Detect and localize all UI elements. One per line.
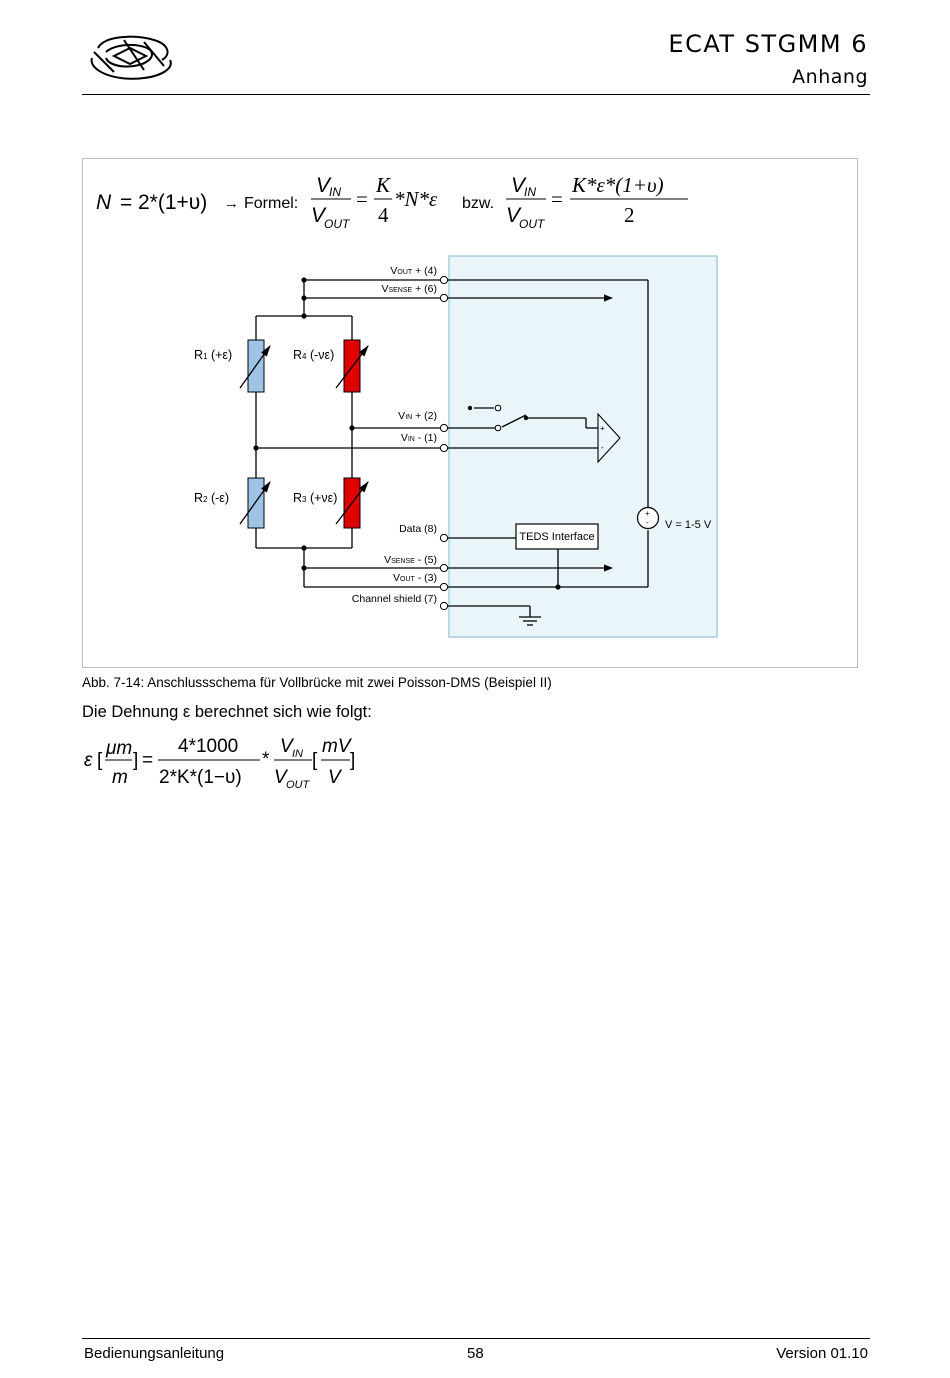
terminal-vout-minus <box>439 582 449 592</box>
f4-den: 2 <box>624 203 635 227</box>
label-vsense-plus: VSENSE + (6) <box>381 283 437 295</box>
fb-rb2: ] <box>350 750 355 771</box>
fb-rb1: ] <box>133 750 138 771</box>
label-r4: R4 (-νε) <box>293 348 334 362</box>
teds-interface-box <box>515 523 599 550</box>
fb-lb2: [ <box>312 750 318 771</box>
formel-label: Formel: <box>244 195 298 212</box>
footer-left: Bedienungsanleitung <box>84 1345 225 1362</box>
header-subtitle: Anhang <box>792 66 868 88</box>
label-vsense-minus: VSENSE - (5) <box>384 554 437 566</box>
f2-den: 4 <box>378 203 389 227</box>
paragraph: Die Dehnung ε berechnet sich wie folgt: <box>82 703 372 721</box>
bzw-label: bzw. <box>462 195 494 212</box>
formula-top: N = 2*(1+υ) → Formel: V IN V OUT = K 4 *… <box>96 173 688 231</box>
formula-n: N <box>96 191 112 214</box>
terminal-vin-minus <box>439 443 449 453</box>
opamp-plus: + <box>600 424 605 433</box>
label-shield: Channel shield (7) <box>352 593 437 605</box>
label-vin-minus: VIN - (1) <box>401 432 437 444</box>
opamp-minus: - <box>601 443 604 452</box>
f2-tail: *N*ε <box>394 187 438 211</box>
f3-den: V <box>506 204 522 227</box>
circuit-diagram: TEDS Interface + - V = 1-5 V + - VOUT + … <box>194 255 718 638</box>
figure-frame <box>82 158 858 668</box>
terminal-vin-plus <box>439 423 449 433</box>
label-r1: R1 (+ε) <box>194 348 232 362</box>
header-rule <box>82 94 870 95</box>
fb-a-den: 2*K*(1−υ) <box>159 767 242 788</box>
switch-contact-a <box>494 404 502 412</box>
fb-u-num: μm <box>105 738 132 759</box>
f1-den-sub: OUT <box>324 217 351 231</box>
formula-bottom: ε [ μm m ] = 4*1000 2*K*(1−υ) * V IN V O… <box>84 736 355 791</box>
fb-eq: = <box>142 750 153 771</box>
teds-label: TEDS Interface <box>519 531 594 543</box>
f3-den-sub: OUT <box>519 217 546 231</box>
footer-page-number: 58 <box>467 1345 484 1362</box>
f1-den: V <box>311 204 327 227</box>
terminal-data <box>439 533 449 543</box>
fb-b-den: V <box>274 767 289 788</box>
terminal-shield <box>439 601 449 611</box>
fb-eps: ε <box>84 750 93 771</box>
fb-c-den: V <box>328 767 343 788</box>
footer-right: Version 01.10 <box>776 1345 868 1362</box>
figure-caption: Abb. 7-14: Anschlussschema für Vollbrück… <box>82 675 552 690</box>
fb-lb1: [ <box>97 750 103 771</box>
f2-num: K <box>375 173 391 197</box>
label-r3: R3 (+νε) <box>293 491 337 505</box>
fb-u-den: m <box>112 767 128 788</box>
formula-eq1: = <box>120 191 132 214</box>
f3-num-sub: IN <box>524 185 536 199</box>
terminal-vsense-plus <box>439 293 449 303</box>
fb-b-num: V <box>280 736 295 757</box>
fb-b-num-sub: IN <box>292 748 303 760</box>
header-title: ECAT STGMM 6 <box>668 30 868 58</box>
fb-c-num: mV <box>322 736 353 757</box>
formula-eq3: = <box>551 187 563 211</box>
formula-n-rhs: 2*(1+υ) <box>138 191 207 214</box>
fb-star: * <box>262 749 270 770</box>
source-plus: + <box>645 509 650 518</box>
switch-contact-b <box>494 424 502 432</box>
f1-num: V <box>316 174 332 197</box>
module-box <box>448 255 718 638</box>
arrow-glyph: → <box>224 195 239 212</box>
f3-num: V <box>511 174 527 197</box>
source-minus: - <box>646 518 649 527</box>
company-logo <box>90 35 172 80</box>
label-data: Data (8) <box>399 523 437 535</box>
f4-num: K*ε*(1+υ) <box>571 173 664 197</box>
fb-b-den-sub: OUT <box>286 779 311 791</box>
footer-rule <box>82 1338 870 1339</box>
terminal-vsense-minus <box>439 563 449 573</box>
formula-eq2: = <box>356 187 368 211</box>
terminal-vout-plus <box>439 275 449 285</box>
label-r2: R2 (-ε) <box>194 491 229 505</box>
label-vout-plus: VOUT + (4) <box>390 265 437 277</box>
label-vout-minus: VOUT - (3) <box>393 572 437 584</box>
voltage-source <box>636 506 660 530</box>
resistor-r2 <box>247 477 265 529</box>
f1-num-sub: IN <box>329 185 341 199</box>
supply-label: V = 1-5 V <box>665 519 712 531</box>
label-vin-plus: VIN + (2) <box>398 410 437 422</box>
fb-a-num: 4*1000 <box>178 736 238 757</box>
